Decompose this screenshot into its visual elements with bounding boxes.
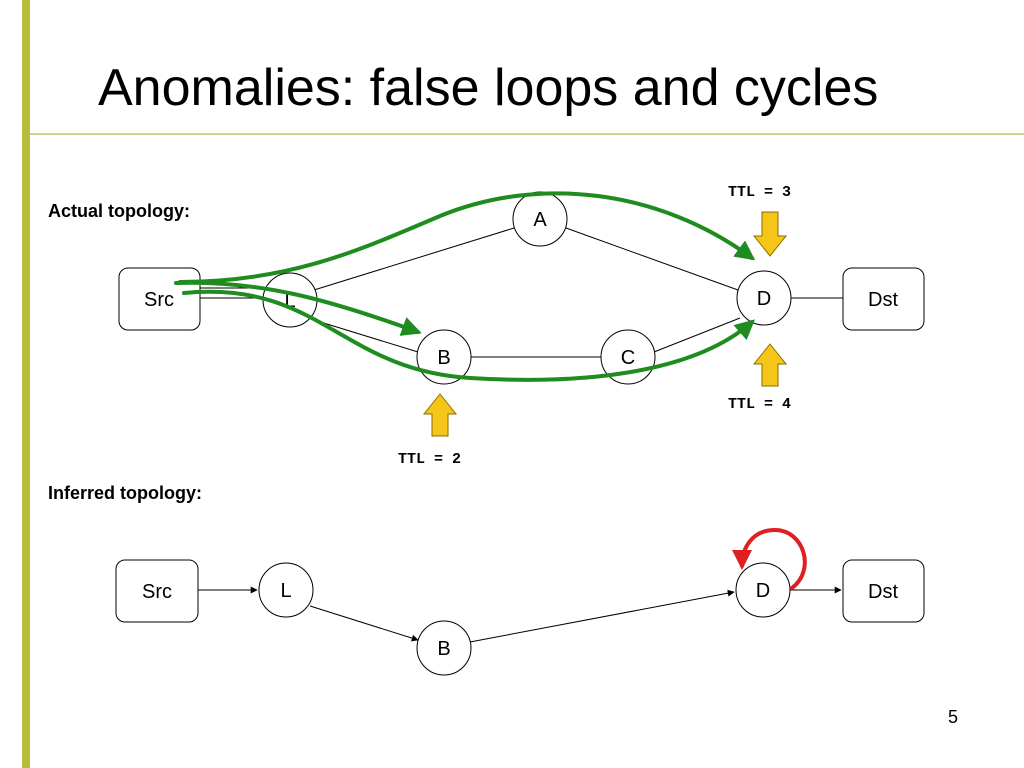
- inferred-node-dst-label: Dst: [868, 581, 898, 603]
- inferred-node-src: Src: [115, 559, 199, 623]
- ttl2-label: TTL = 2: [398, 451, 461, 468]
- link-l-a: [313, 227, 515, 291]
- title-divider: [30, 133, 1024, 135]
- inferred-links: [198, 586, 842, 643]
- actual-node-src: Src: [118, 267, 201, 331]
- link-l-b: [313, 319, 419, 353]
- link-a-d: [565, 227, 739, 291]
- actual-node-c-label: C: [621, 347, 635, 369]
- ttl2-arrow: [422, 393, 458, 437]
- ttl4-label: TTL = 4: [728, 396, 791, 413]
- slide-accent-bar: [22, 0, 30, 768]
- link-c-d: [653, 317, 741, 353]
- actual-node-d: D: [736, 270, 792, 326]
- inferred-link-l-b: [309, 605, 419, 642]
- actual-node-src-label: Src: [144, 289, 174, 311]
- inferred-node-d: D: [735, 562, 791, 618]
- inferred-node-dst: Dst: [842, 559, 925, 623]
- inferred-node-b-label: B: [437, 638, 450, 660]
- actual-topology-label: Actual topology:: [48, 201, 190, 221]
- ttl3-label: TTL = 3: [728, 184, 791, 201]
- inferred-node-l: L: [258, 562, 314, 618]
- page-number: 5: [948, 707, 959, 727]
- ttl3-arrow: [752, 211, 788, 257]
- actual-node-b-label: B: [437, 347, 450, 369]
- ttl4-arrow: [752, 343, 788, 387]
- inferred-node-d-label: D: [756, 580, 770, 602]
- inferred-link-b-d: [469, 589, 735, 643]
- actual-node-dst-label: Dst: [868, 289, 898, 311]
- slide-title: Anomalies: false loops and cycles: [98, 59, 879, 117]
- actual-node-a-label: A: [533, 209, 547, 231]
- inferred-node-b: B: [416, 620, 472, 676]
- actual-node-dst: Dst: [842, 267, 925, 331]
- inferred-node-src-label: Src: [142, 581, 172, 603]
- probe-path-via-b-c: [182, 289, 755, 382]
- false-loop-arrow: [732, 527, 807, 590]
- actual-node-l-label: L: [284, 290, 295, 312]
- actual-links: [200, 227, 843, 358]
- actual-node-a: A: [512, 191, 568, 247]
- inferred-node-l-label: L: [280, 580, 291, 602]
- inferred-topology-label: Inferred topology:: [48, 483, 202, 503]
- probe-paths: [174, 191, 756, 382]
- actual-node-d-label: D: [757, 288, 771, 310]
- probe-path-via-a: [178, 191, 756, 284]
